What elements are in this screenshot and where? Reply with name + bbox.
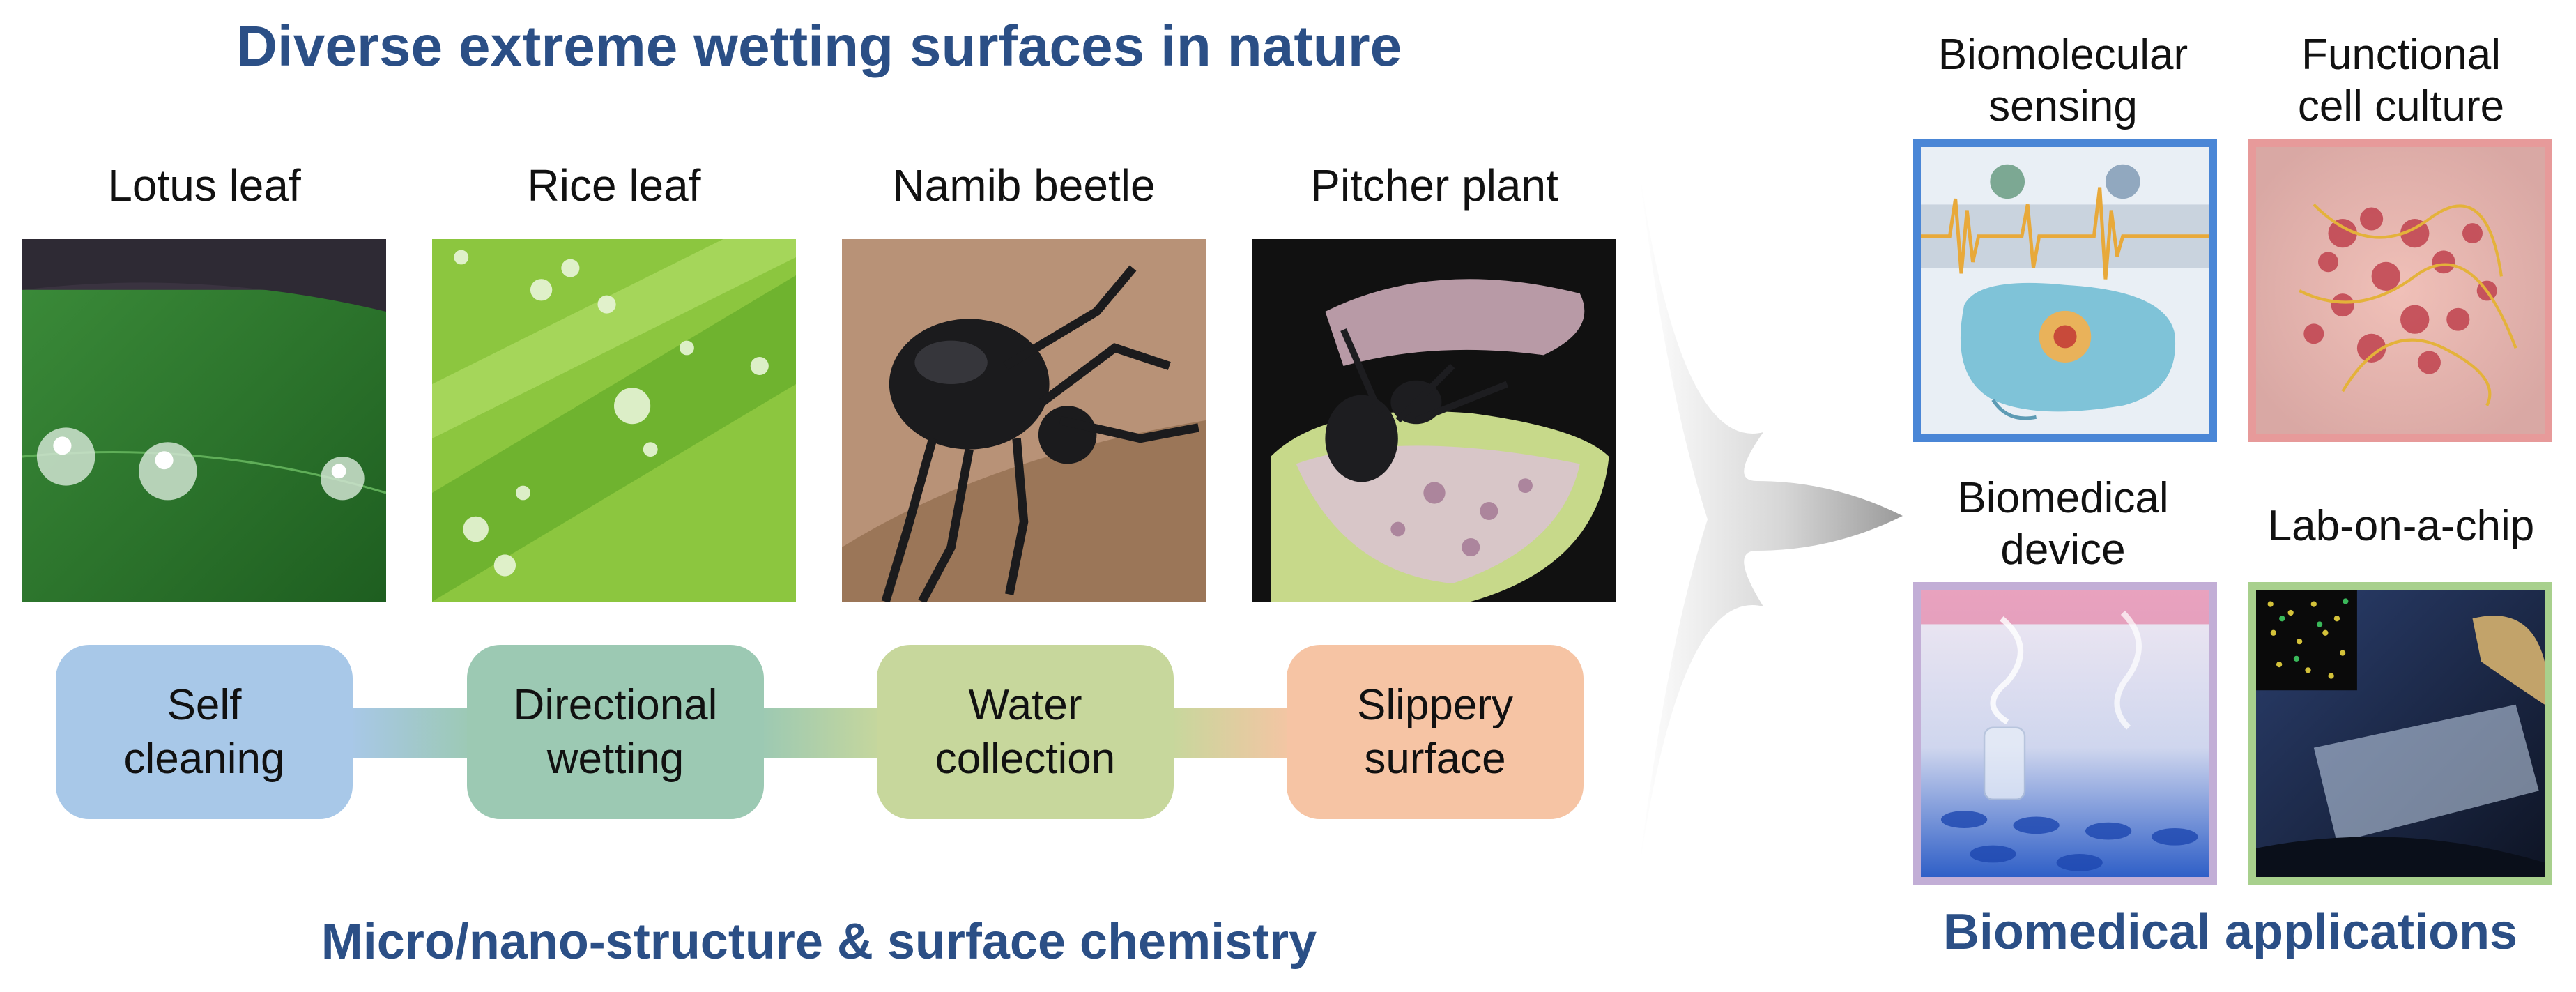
- connector-3: [1171, 708, 1296, 758]
- label-rice-leaf: Rice leaf: [527, 160, 701, 211]
- biomedical-applications-caption: Biomedical applications: [1942, 904, 2518, 960]
- biomedical-device-image: [1913, 582, 2217, 885]
- lotus-leaf-image: [22, 239, 386, 602]
- rice-leaf-image: [432, 239, 796, 602]
- functional-cell-culture-image: [2248, 139, 2552, 442]
- label-lotus-leaf: Lotus leaf: [107, 160, 301, 211]
- pitcher-plant-image: [1252, 239, 1616, 602]
- namib-beetle-image: [842, 239, 1206, 602]
- main-title: Diverse extreme wetting surfaces in natu…: [236, 15, 1402, 78]
- lab-on-a-chip-image: [2248, 582, 2552, 885]
- label-lab-on-a-chip: Lab-on-a-chip: [2267, 502, 2535, 550]
- connector-2: [760, 708, 885, 758]
- connector-1: [348, 708, 474, 758]
- biomolecular-sensing-image: [1913, 139, 2217, 442]
- label-pitcher-plant: Pitcher plant: [1310, 160, 1558, 211]
- structure-chemistry-caption: Micro/nano-structure & surface chemistry: [321, 914, 1317, 970]
- arrow-chevron-icon: [1624, 160, 1917, 878]
- label-namib-beetle: Namib beetle: [892, 160, 1156, 211]
